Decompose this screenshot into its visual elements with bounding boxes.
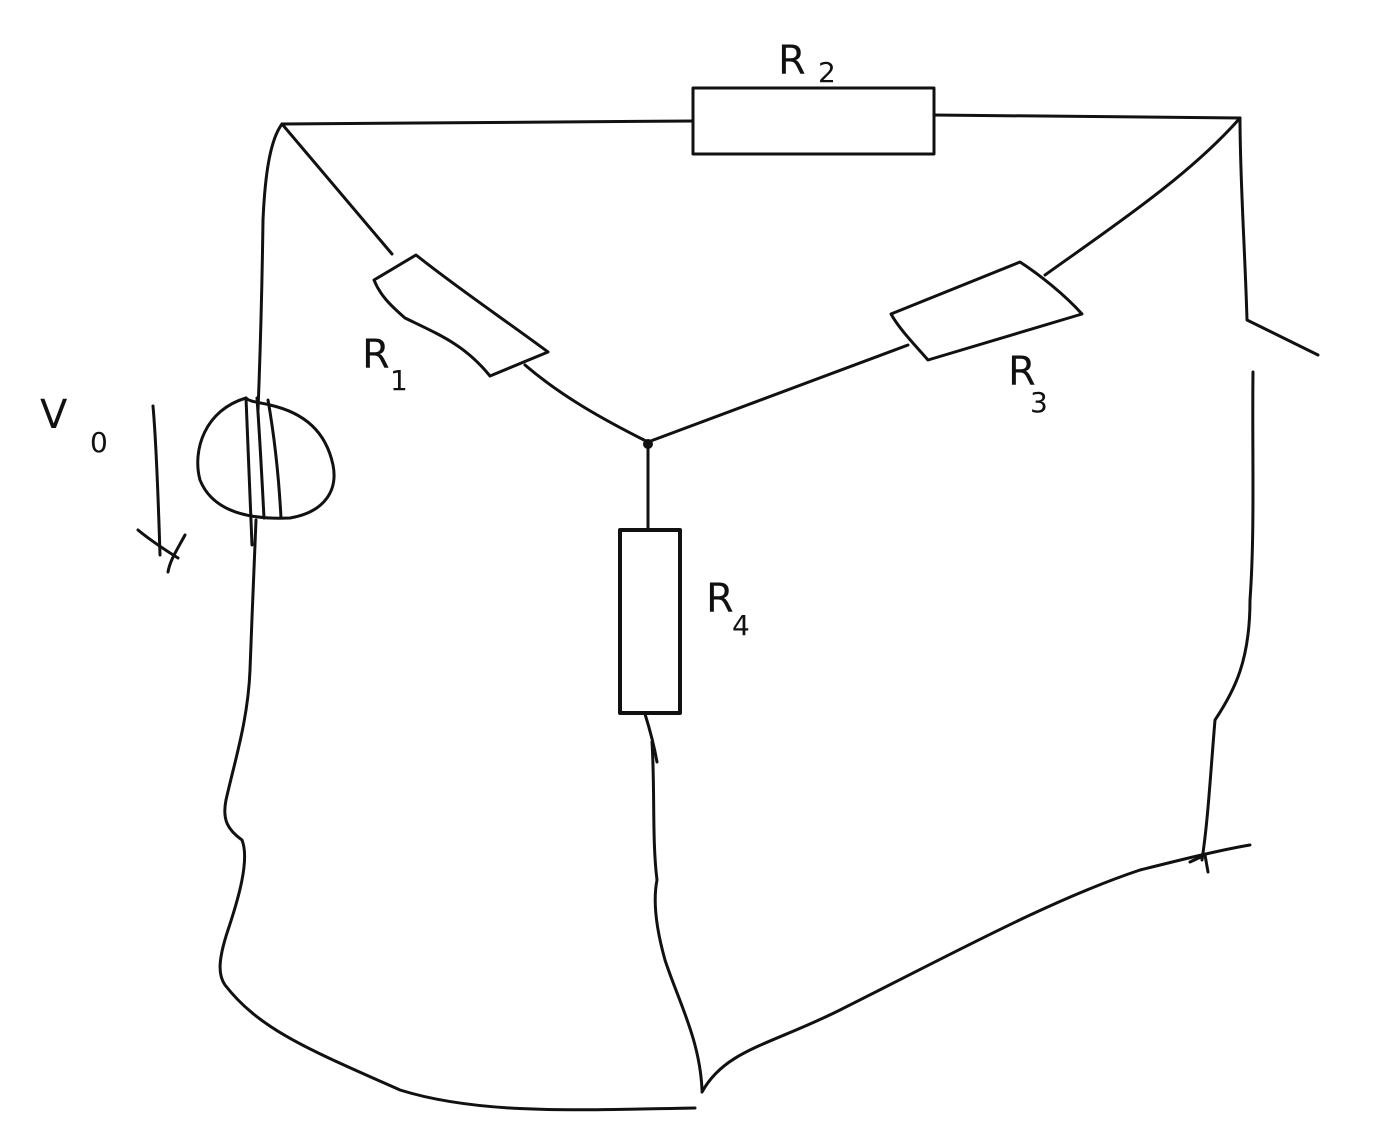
- wire-r4-bottom: [650, 740, 704, 1092]
- wire-r1-upper: [280, 122, 394, 256]
- wire-r4-lower: [643, 712, 659, 764]
- label-v0-subscript: 0: [90, 426, 108, 459]
- label-v0-symbol: V: [40, 392, 68, 438]
- wire-bottom: [700, 843, 1252, 1094]
- label-r1-subscript: 1: [390, 364, 408, 397]
- voltage-source-bar-left: [244, 396, 254, 547]
- voltage-arrow-shaft: [151, 404, 162, 557]
- wire-top-right: [931, 113, 1242, 120]
- resistor-r3: [889, 260, 1084, 362]
- label-r3: R 3: [1008, 349, 1048, 419]
- voltage-arrow: [136, 404, 187, 574]
- voltage-source-circle: [196, 396, 336, 520]
- label-r4: R 4: [706, 576, 750, 642]
- voltage-source: [196, 396, 336, 547]
- wire-right-upper: [1238, 116, 1320, 357]
- label-v0: V 0: [40, 392, 108, 459]
- wire-r1-lower: [523, 363, 650, 444]
- wire-top-left: [280, 119, 696, 126]
- label-r4-subscript: 4: [732, 609, 750, 642]
- voltage-source-bar-right: [266, 398, 283, 520]
- label-r4-symbol: R: [706, 576, 734, 622]
- label-r1: R 1: [362, 332, 408, 397]
- resistor-r4: [618, 528, 682, 715]
- label-r2-symbol: R: [778, 38, 806, 84]
- voltage-arrow-head: [136, 528, 187, 574]
- label-r2: R 2: [778, 38, 836, 89]
- wire-left-lower: [218, 518, 697, 1112]
- voltage-source-bar-mid: [255, 396, 266, 520]
- label-r3-symbol: R: [1008, 349, 1036, 395]
- wire-right-lower: [1200, 370, 1255, 862]
- wire-r3-upper: [1043, 116, 1242, 277]
- resistor-r1: [372, 253, 550, 378]
- resistor-r2: [691, 86, 936, 156]
- label-r1-symbol: R: [362, 332, 390, 378]
- wire-bottom-tip: [1188, 853, 1210, 874]
- label-r3-subscript: 3: [1030, 386, 1048, 419]
- wire-r3-lower: [646, 343, 910, 444]
- wire-left: [256, 122, 284, 412]
- label-r2-subscript: 2: [818, 56, 836, 89]
